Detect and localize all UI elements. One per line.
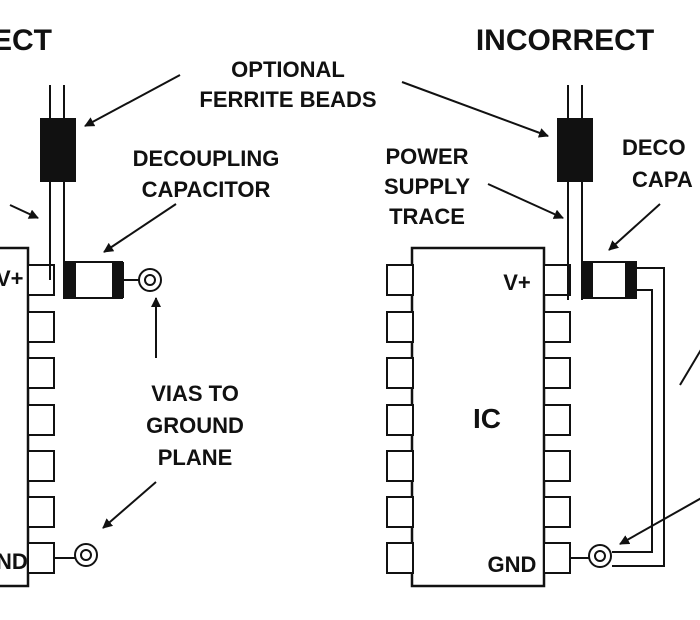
right-heading: INCORRECT [476, 24, 654, 57]
vias-label-line1: VIAS TO [151, 381, 239, 406]
right-edge-arrow-shaft [679, 349, 700, 386]
left-partial-arrow [9, 204, 39, 219]
right-ic-body [410, 246, 546, 588]
left-ferrite-bead [40, 118, 76, 182]
ferrite-right-arrow [401, 81, 549, 138]
power-supply-label-line1: POWER [385, 144, 468, 169]
right-ic-left-pin [386, 311, 414, 343]
left-ic-pin [27, 404, 55, 436]
left-capacitor-terminal [112, 262, 124, 298]
right-via-inner [594, 550, 606, 562]
left-ic-vplus-label: V+ [0, 266, 24, 291]
right-ic-left-pin [386, 496, 414, 528]
right-ic-left-pin [386, 264, 414, 296]
right-ic-left-pin [386, 404, 414, 436]
right-return-trace-inner [612, 289, 653, 553]
left-capacitor-terminal [64, 262, 76, 298]
right-ic-left-pin [386, 450, 414, 482]
right-ic-right-pin [543, 496, 571, 528]
right-return-trace-outer [612, 267, 665, 567]
ferrite-label-line2: FERRITE BEADS [199, 87, 376, 112]
right-ic-pin-gnd [543, 542, 571, 574]
vias-label-line2: GROUND [146, 413, 244, 438]
ferrite-left-arrow [84, 74, 181, 127]
decoupling-left-arrow [103, 203, 177, 253]
left-ic-pin [27, 496, 55, 528]
right-decoupling-label-line1: DECO [622, 135, 686, 160]
power-supply-label-line3: TRACE [389, 204, 465, 229]
right-ic-right-pin [543, 404, 571, 436]
left-ic-pin [27, 450, 55, 482]
annotation-arrows [9, 74, 700, 545]
decoupling-right-arrow [608, 203, 661, 251]
left-ic-pin [27, 311, 55, 343]
vias-label-line3: PLANE [158, 445, 233, 470]
right-ic-right-pin [543, 357, 571, 389]
left-via-inner [80, 549, 92, 561]
left-ic-pin [27, 357, 55, 389]
left-ic-pin-gnd [27, 542, 55, 574]
right-capacitor-terminal [582, 262, 593, 298]
right-ic-vplus-label: V+ [503, 270, 531, 295]
decoupling-label-line1: DECOUPLING [133, 146, 280, 171]
right-ic-right-pin [543, 311, 571, 343]
ferrite-label-line1: OPTIONAL [231, 57, 345, 82]
right-ferrite-bead [557, 118, 593, 182]
right-circuit: V+ IC GND [386, 85, 665, 588]
right-capacitor-terminal [625, 262, 636, 298]
left-via-inner [144, 274, 156, 286]
right-edge-via-arrow [619, 497, 700, 545]
power-supply-label-line2: SUPPLY [384, 174, 470, 199]
decoupling-label-line2: CAPACITOR [142, 177, 271, 202]
left-ic-body [0, 246, 30, 588]
right-ic-gnd-label: GND [488, 552, 537, 577]
right-ic-name-label: IC [473, 403, 501, 434]
right-ic-right-pin [543, 450, 571, 482]
right-decoupling-label-line2: CAPA [632, 167, 693, 192]
power-supply-arrow [487, 183, 564, 219]
left-heading: ECT [0, 24, 52, 57]
right-ic-left-pin [386, 357, 414, 389]
right-ic-left-pin [386, 542, 414, 574]
vias-down-arrow [102, 481, 157, 529]
right-ic-pin-vplus [543, 264, 571, 296]
left-circuit: V+ ND [0, 85, 162, 588]
left-ic-gnd-label: ND [0, 549, 28, 574]
